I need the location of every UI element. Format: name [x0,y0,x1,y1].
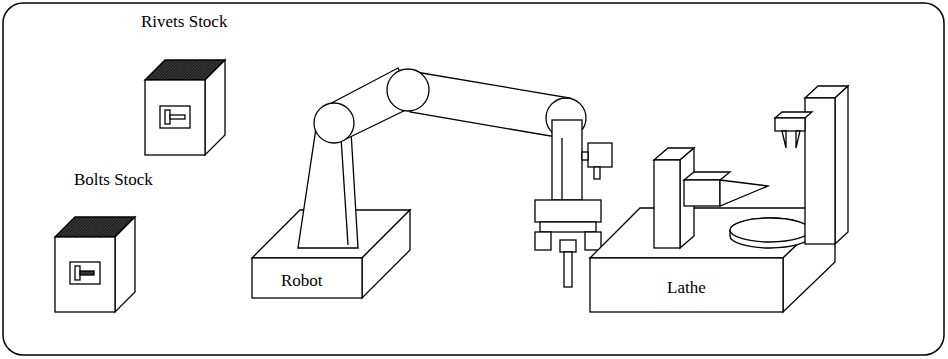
node-text: Rivets Stock [139,12,229,33]
lathe-machine [654,86,848,248]
robot-arm [298,68,612,287]
stock-label: Rivets Stock [139,12,229,33]
bolts-cube [55,217,135,312]
stock-label: Bolts Stock [72,170,155,191]
node-text: Robot [279,271,325,292]
rivets-cube [145,60,225,155]
lathe-label: Lathe [665,278,708,299]
node-text: Bolts Stock [72,170,155,191]
node-text: Lathe [665,278,708,299]
robot-label: Robot [279,271,325,292]
frame [3,3,944,355]
lathe-base [590,208,835,312]
